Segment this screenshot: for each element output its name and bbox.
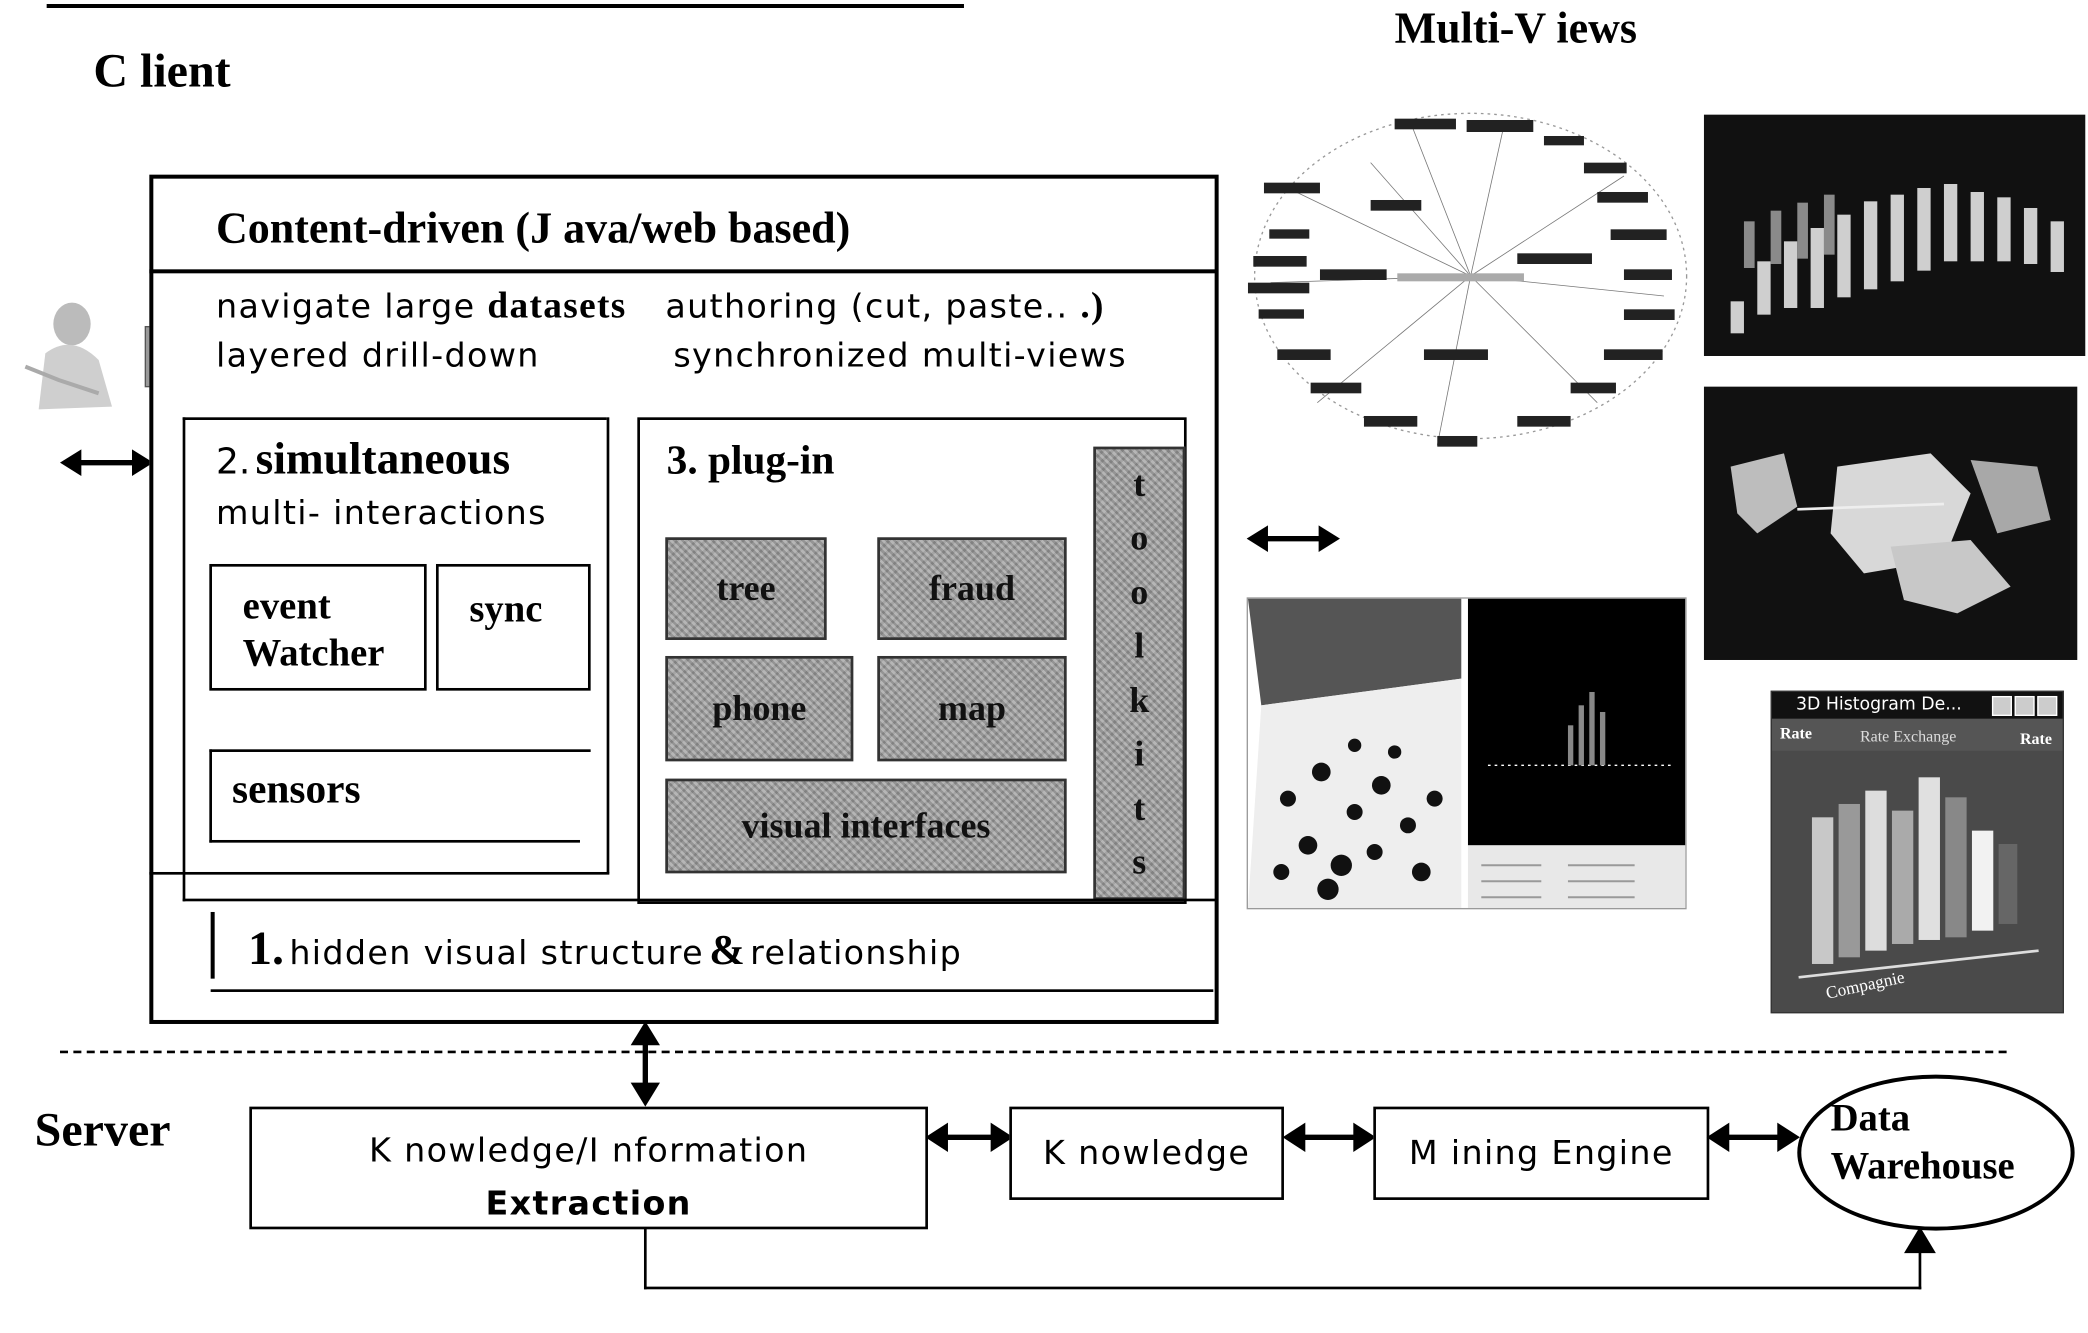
event-label: event xyxy=(242,585,331,628)
hidden-number: 1. xyxy=(247,921,284,975)
histogram-title: 3D Histogram De... xyxy=(1795,694,1962,715)
toolkits-bar: t o o l k i t s xyxy=(1093,446,1186,900)
histogram-rate-label: Rate xyxy=(1779,723,1812,743)
extraction-line-2: Extraction xyxy=(485,1183,692,1223)
mining-warehouse-arrow xyxy=(1706,1120,1800,1155)
simul-bottom-rule xyxy=(149,871,610,875)
plugin-visual-interfaces: visual interfaces xyxy=(665,778,1067,874)
hidden-top-rule xyxy=(182,898,1216,902)
knowledge-mining-arrow xyxy=(1282,1120,1376,1155)
histogram-titlebar: 3D Histogram De... xyxy=(1771,691,2063,719)
simultaneous-heading: simultaneous xyxy=(255,434,511,484)
hidden-left-rule xyxy=(210,911,215,979)
feature-authoring-end: .) xyxy=(1080,285,1105,327)
data-warehouse-node: Data Warehouse xyxy=(1797,1074,2075,1231)
event-watcher-box xyxy=(209,563,427,691)
hidden-structure-text: 1. hidden visual structure & relationshi… xyxy=(248,920,962,976)
toolkits-letter: k xyxy=(1129,679,1150,720)
multiviews-label: Multi-V iews xyxy=(1394,5,1638,54)
bar-3d-view-1 xyxy=(1703,114,2086,356)
feature-layered: layered drill-down xyxy=(215,335,540,375)
simultaneous-number: 2. xyxy=(215,441,251,483)
client-header: Content-driven (J ava/web based) xyxy=(215,205,851,254)
toolkits-letter: s xyxy=(1132,841,1147,882)
toolkits-letter: o xyxy=(1130,517,1149,558)
client-server-arrow xyxy=(627,1021,664,1107)
toolkits-letter: o xyxy=(1130,571,1149,612)
return-arrowhead xyxy=(1903,1226,1936,1254)
maximize-icon[interactable] xyxy=(2014,695,2035,716)
mining-engine-box: M ining Engine xyxy=(1373,1106,1710,1200)
feature-authoring-text: authoring (cut, paste.. xyxy=(665,286,1069,326)
warehouse-line-1: Data xyxy=(1830,1097,1911,1140)
simultaneous-subtitle: multi- interactions xyxy=(215,493,547,532)
sensors-left-rule xyxy=(209,749,212,843)
radial-graph-view xyxy=(1237,96,1704,469)
simul-left-rule xyxy=(182,417,186,902)
toolkits-letter: i xyxy=(1134,733,1145,774)
extraction-knowledge-arrow xyxy=(925,1120,1014,1155)
feature-authoring: authoring (cut, paste.. .) xyxy=(665,285,1104,328)
histogram-rate-right-label: Rate xyxy=(2019,729,2052,748)
knowledge-label: K nowledge xyxy=(1043,1133,1251,1172)
top-rule xyxy=(46,3,964,8)
window-controls xyxy=(1991,695,2058,716)
hidden-text-2: relationship xyxy=(750,933,963,972)
terrain-scatter-view xyxy=(1246,597,1687,910)
toolkits-letter: t xyxy=(1133,787,1146,828)
knowledge-box: K nowledge xyxy=(1009,1106,1284,1200)
feature-synchronized: synchronized multi-views xyxy=(673,335,1127,375)
toolkits-letter: l xyxy=(1134,625,1145,666)
sensors-top-rule xyxy=(209,749,591,752)
return-line-right xyxy=(1918,1246,1922,1290)
server-label: Server xyxy=(34,1102,171,1156)
histogram-rate-exchange-label: Rate Exchange xyxy=(1859,726,1957,746)
plugin-map: map xyxy=(877,655,1067,762)
client-server-divider xyxy=(59,1050,2007,1054)
sync-label: sync xyxy=(469,587,543,631)
client-label: C lient xyxy=(93,43,231,98)
toolkits-letter: t xyxy=(1133,463,1146,504)
mining-engine-label: M ining Engine xyxy=(1408,1133,1674,1172)
minimize-icon[interactable] xyxy=(1991,695,2012,716)
return-line-bottom xyxy=(643,1286,1922,1290)
surface-3d-view xyxy=(1703,386,2078,660)
plugin-tree: tree xyxy=(665,537,827,640)
plugin-title: 3. plug-in xyxy=(666,435,835,483)
histogram-window: 3D Histogram De... Rate Rate Exchange Ra… xyxy=(1770,690,2064,1014)
plugin-fraud: fraud xyxy=(877,537,1067,640)
return-line-left xyxy=(643,1227,647,1290)
feature-datasets: datasets xyxy=(487,285,627,327)
warehouse-line-2: Warehouse xyxy=(1830,1145,2015,1188)
watcher-label: Watcher xyxy=(242,631,385,675)
hidden-text-1: hidden visual structure xyxy=(289,933,704,972)
simul-right-rule xyxy=(606,417,610,874)
extraction-line-1: K nowledge/I nformation xyxy=(369,1130,809,1170)
extraction-box: K nowledge/I nformation Extraction xyxy=(249,1106,928,1230)
client-views-arrow xyxy=(1246,523,1340,555)
close-icon[interactable] xyxy=(2037,695,2058,716)
simul-top-rule xyxy=(182,417,607,420)
hidden-bottom-rule xyxy=(210,989,1214,992)
sync-box xyxy=(435,563,591,691)
sensors-bottom-rule xyxy=(209,839,580,843)
sensors-label: sensors xyxy=(231,765,361,812)
features-row-1: navigate large datasets xyxy=(216,285,627,328)
hidden-amp: & xyxy=(709,925,745,974)
feature-navigate: navigate large xyxy=(215,286,476,326)
client-header-rule xyxy=(149,269,1216,274)
plugin-phone: phone xyxy=(665,655,854,762)
user-client-arrow xyxy=(59,447,154,479)
simultaneous-title: 2. simultaneous xyxy=(216,435,510,486)
